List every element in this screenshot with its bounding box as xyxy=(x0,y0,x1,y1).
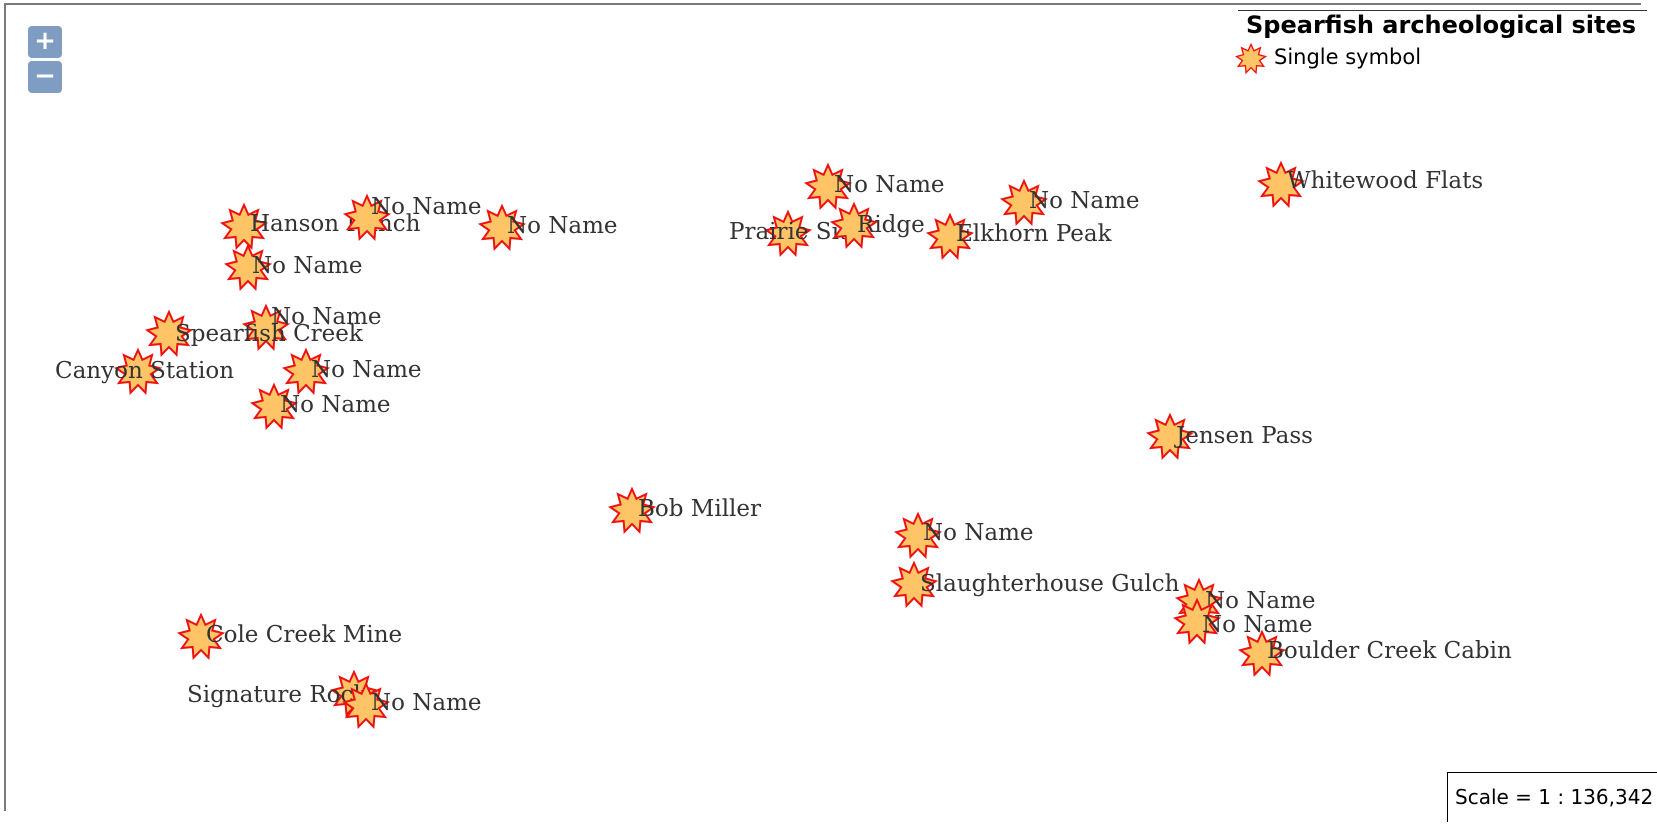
site-marker-star-icon[interactable] xyxy=(607,486,657,535)
site-marker-star-icon[interactable] xyxy=(889,560,939,609)
site-label: Ridge xyxy=(857,212,925,238)
site-label: No Name xyxy=(311,357,422,383)
site-marker-star-icon[interactable] xyxy=(829,201,879,250)
site-marker-star-icon[interactable] xyxy=(1172,597,1222,646)
site-label: No Name xyxy=(834,172,945,198)
site-marker-star-icon[interactable] xyxy=(999,178,1049,227)
site-label: Bob Miller xyxy=(638,496,762,522)
site-marker-star-icon[interactable] xyxy=(341,681,391,730)
site-marker-star-icon[interactable] xyxy=(763,209,813,258)
site-label: No Name xyxy=(507,213,618,239)
site-marker-star-icon[interactable] xyxy=(477,203,527,252)
site-marker-star-icon[interactable] xyxy=(1237,629,1287,678)
site-label: Whitewood Flats xyxy=(1287,168,1484,194)
legend-title: Spearfish archeological sites xyxy=(1246,11,1637,39)
site-marker-star-icon[interactable] xyxy=(144,309,194,358)
site-label: Elkhorn Peak xyxy=(956,221,1112,247)
site-label: No Name xyxy=(280,392,391,418)
site-marker-star-icon[interactable] xyxy=(241,303,291,352)
site-marker-star-icon[interactable] xyxy=(249,382,299,431)
site-label: Jensen Pass xyxy=(1176,423,1313,449)
site-marker-star-icon[interactable] xyxy=(342,193,392,242)
site-label: Cole Creek Mine xyxy=(206,622,403,648)
site-label: Spearfish Creek xyxy=(175,321,363,347)
site-label: Boulder Creek Cabin xyxy=(1267,638,1512,664)
site-label: No Name xyxy=(923,520,1034,546)
site-label: Signature Rock xyxy=(187,682,368,708)
scale-indicator: Scale = 1 : 136,342 xyxy=(1447,772,1657,822)
site-marker-star-icon[interactable] xyxy=(281,347,331,396)
site-marker-star-icon[interactable] xyxy=(1256,160,1306,209)
site-label: No Name xyxy=(271,304,382,330)
site-label: Slaughterhouse Gulch xyxy=(920,571,1180,597)
site-label: No Name xyxy=(1202,612,1313,638)
site-label: No Name xyxy=(1029,188,1140,214)
site-marker-star-icon[interactable] xyxy=(1145,412,1195,461)
site-marker-star-icon[interactable] xyxy=(223,243,273,292)
site-label: No Name xyxy=(252,253,363,279)
zoom-out-button[interactable]: − xyxy=(28,61,62,93)
legend-item-label: Single symbol xyxy=(1274,45,1422,69)
site-label: No Name xyxy=(371,194,482,220)
legend-divider xyxy=(1238,10,1647,11)
site-label: No Name xyxy=(1205,588,1316,614)
map-canvas[interactable]: + − Spearfish archeological sites Single… xyxy=(4,3,1657,822)
site-label: Prairie Site xyxy=(729,219,862,245)
site-marker-star-icon[interactable] xyxy=(176,612,226,661)
site-label: Canyon Station xyxy=(55,358,235,384)
site-marker-star-icon[interactable] xyxy=(113,347,163,396)
site-marker-star-icon[interactable] xyxy=(803,162,853,211)
site-marker-star-icon[interactable] xyxy=(219,202,269,251)
site-label: No Name xyxy=(371,690,482,716)
zoom-in-button[interactable]: + xyxy=(28,26,62,58)
star-icon xyxy=(1234,42,1268,75)
site-marker-star-icon[interactable] xyxy=(893,511,943,560)
site-marker-star-icon[interactable] xyxy=(925,212,975,261)
